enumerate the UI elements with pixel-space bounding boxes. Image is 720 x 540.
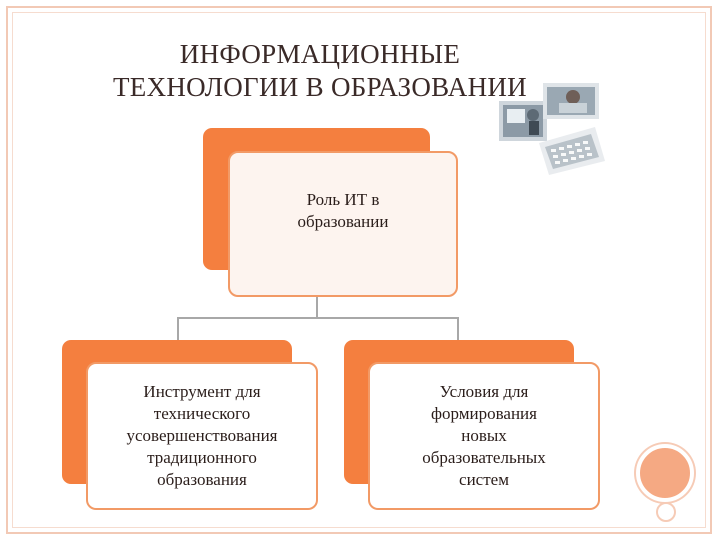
right-node-line: новых	[461, 426, 507, 445]
slide-title: ИНФОРМАЦИОННЫЕ ТЕХНОЛОГИИ В ОБРАЗОВАНИИ	[40, 38, 600, 104]
title-line-1: ИНФОРМАЦИОННЫЕ	[179, 39, 461, 69]
root-node-line-1: Роль ИТ в	[306, 190, 380, 209]
slide-frame-inner	[12, 12, 706, 528]
small-circle-decoration-icon	[656, 502, 676, 522]
right-node-line: образовательных	[422, 448, 546, 467]
left-node-line: технического	[153, 404, 251, 423]
root-node-line-2: образовании	[297, 212, 389, 231]
root-node-text: Роль ИТ в образовании	[298, 189, 389, 259]
computer-office-photo-icon	[499, 83, 605, 175]
slide-frame-outer	[6, 6, 712, 534]
right-node-text: Условия для формирования новых образоват…	[422, 381, 545, 491]
right-node-line: Условия для	[439, 382, 529, 401]
orange-circle-decoration-icon	[636, 444, 694, 502]
connector-left-down	[177, 317, 179, 347]
left-node-line: традиционного	[147, 448, 257, 467]
right-node-line: формирования	[431, 404, 537, 423]
left-node: Инструмент для технического усовершенств…	[86, 362, 318, 510]
connector-horizontal	[177, 317, 459, 319]
right-node-line: систем	[459, 470, 509, 489]
left-node-line: Инструмент для	[143, 382, 261, 401]
title-line-2: ТЕХНОЛОГИИ В ОБРАЗОВАНИИ	[113, 72, 527, 102]
connector-right-down	[457, 317, 459, 347]
left-node-line: усовершенствования	[126, 426, 278, 445]
connector-root-down	[316, 276, 318, 318]
root-node: Роль ИТ в образовании	[228, 151, 458, 297]
left-node-line: образования	[157, 470, 247, 489]
left-node-text: Инструмент для технического усовершенств…	[127, 381, 278, 491]
right-node: Условия для формирования новых образоват…	[368, 362, 600, 510]
